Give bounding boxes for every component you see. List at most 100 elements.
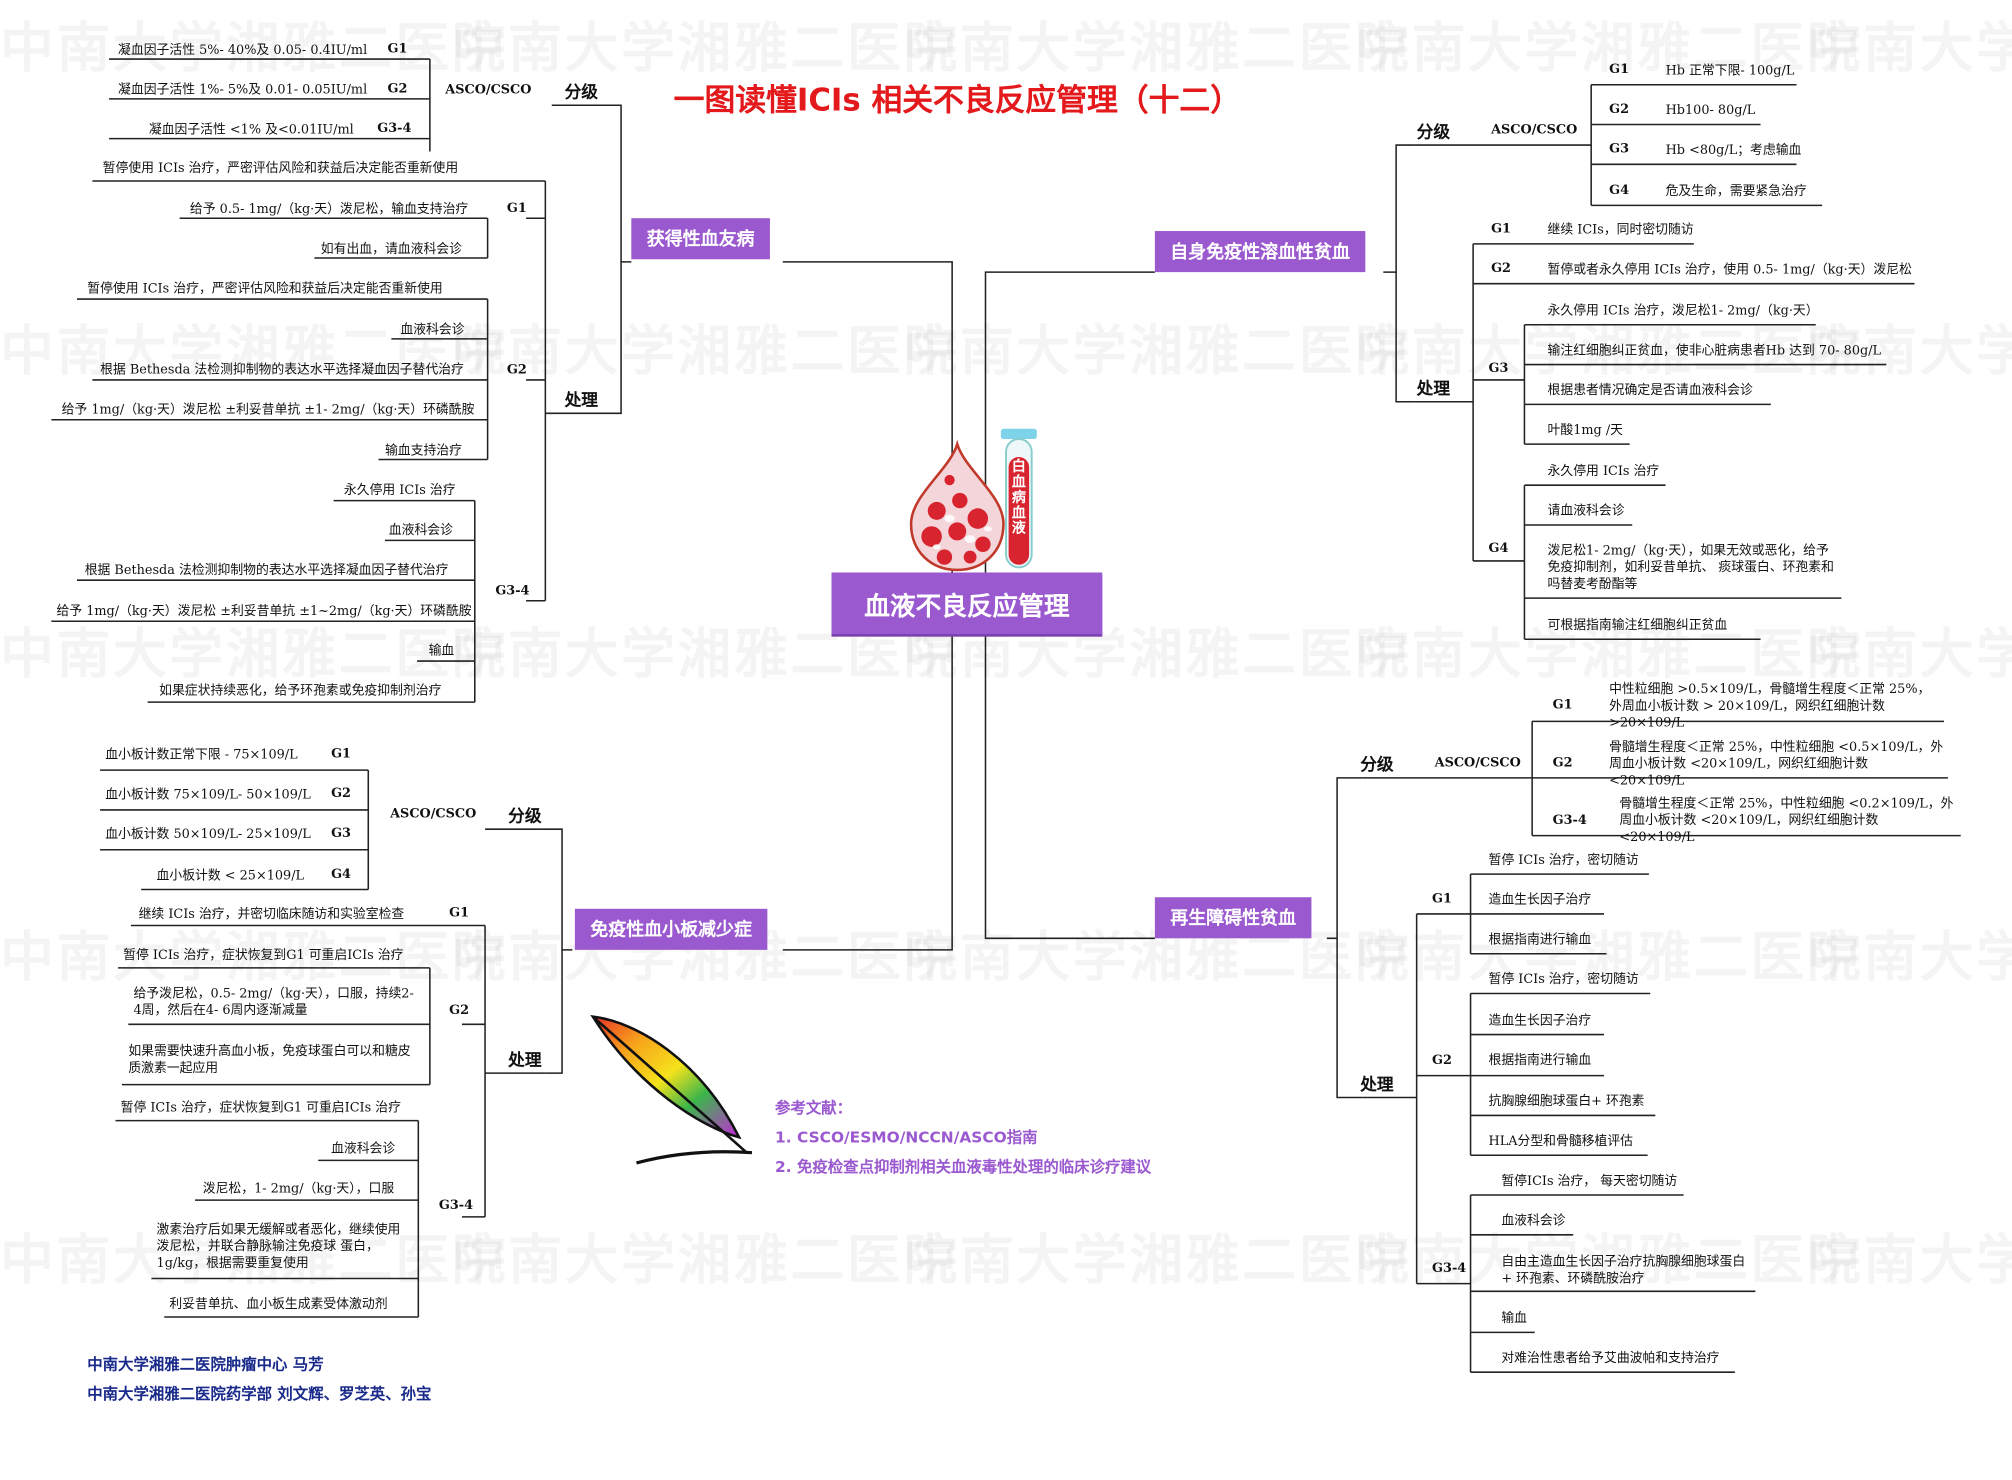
itp-grade-label: 分级 xyxy=(508,807,542,827)
aiha-g1-item: 继续 ICIs，同时密切随访 xyxy=(1547,223,1694,238)
aa-g34-item: 自由主造血生长因子治疗抗胸腺细胞球蛋白+ 环孢素、环磷酰胺治疗 xyxy=(1501,1255,1746,1287)
itp-grade-4-tag: G4 xyxy=(331,867,351,882)
aiha-g3-item: 永久停用 ICIs 治疗，泼尼松1- 2mg/（kg·天） xyxy=(1547,304,1819,319)
blood-drop-icon xyxy=(909,428,1037,572)
aa-g34-item: 对难治性患者给予艾曲波帕和支持治疗 xyxy=(1501,1351,1720,1366)
hemo-g1-item: 如有出血，请血液科会诊 xyxy=(320,242,462,257)
itp-g34-item: 泼尼松，1- 2mg/（kg·天），口服 xyxy=(202,1182,395,1197)
itp-g1-item: 继续 ICIs 治疗，并密切临床随访和实验室检查 xyxy=(138,907,405,922)
aa-treat-g2-tag: G2 xyxy=(1432,1053,1452,1068)
tube-label: 白血病血液 xyxy=(1011,458,1026,537)
aiha-g4-item: 泼尼松1- 2mg/（kg·天），如果无效或恶化，给予免疫抑制剂，如利妥昔单抗、… xyxy=(1547,544,1834,592)
center-topic[interactable]: 血液不良反应管理 xyxy=(831,572,1103,635)
hemo-asco-label: ASCO/CSCO xyxy=(445,83,532,98)
aiha-grade-3-tag: G3 xyxy=(1609,142,1630,157)
aa-g2-item: 抗胸腺细胞球蛋白+ 环孢素 xyxy=(1488,1094,1645,1110)
hemo-treat-label: 处理 xyxy=(564,391,598,411)
aa-g1-item: 根据指南进行输血 xyxy=(1488,933,1592,948)
aiha-g4-item: 请血液科会诊 xyxy=(1547,504,1625,519)
hemo-g2-item: 根据 Bethesda 法检测抑制物的表达水平选择凝血因子替代治疗 xyxy=(100,363,464,378)
page-title: 一图读懂ICIs 相关不良反应管理（十二） xyxy=(673,82,1242,119)
aa-g1-item: 暂停 ICIs 治疗，密切随访 xyxy=(1488,853,1639,868)
hemo-g34-item: 根据 Bethesda 法检测抑制物的表达水平选择凝血因子替代治疗 xyxy=(84,563,449,578)
credit-line: 中南大学湘雅二医院药学部 刘文辉、罗芝英、孙宝 xyxy=(87,1385,432,1403)
aa-treat-g1-tag: G1 xyxy=(1432,892,1452,907)
aa-grade-label: 分级 xyxy=(1360,756,1394,776)
topic-acquired-hemophilia[interactable]: 获得性血友病 xyxy=(631,218,770,260)
aiha-treat-g3-tag: G3 xyxy=(1488,361,1509,377)
itp-treat-label: 处理 xyxy=(508,1051,542,1071)
aa-g34-item: 输血 xyxy=(1501,1311,1528,1326)
aiha-grade-2: Hb100- 80g/L xyxy=(1665,103,1756,119)
references-heading: 参考文献： xyxy=(775,1098,853,1117)
aiha-asco-label: ASCO/CSCO xyxy=(1491,123,1578,138)
hemo-g34-item: 给予 1mg/（kg·天）泼尼松 ±利妥昔单抗 ±1~2mg/（kg·天）环磷酰… xyxy=(56,604,472,619)
aa-grade-1: 中性粒细胞 >0.5×109/L，骨髓增生程度＜正常 25%，外周血小板计数 >… xyxy=(1609,682,1931,731)
aiha-g3-item: 输注红细胞纠正贫血，使非心脏病患者Hb 达到 70- 80g/L xyxy=(1547,344,1882,359)
aiha-g3-item: 根据患者情况确定是否请血液科会诊 xyxy=(1547,383,1753,398)
itp-g34-item: 利妥昔单抗、血小板生成素受体激动剂 xyxy=(169,1297,388,1312)
itp-grade-3: 血小板计数 50×109/L- 25×109/L xyxy=(105,827,311,843)
aiha-grade-1: Hb 正常下限- 100g/L xyxy=(1665,64,1795,79)
reference-item: 2. 免疫检查点抑制剂相关血液毒性处理的临床诊疗建议 xyxy=(775,1157,1152,1176)
aiha-treat-g1-tag: G1 xyxy=(1491,222,1511,237)
aa-g2-item: 根据指南进行输血 xyxy=(1488,1053,1592,1068)
hemo-g2-item: 暂停使用 ICIs 治疗，严密评估风险和获益后决定能否重新使用 xyxy=(87,282,443,297)
itp-g34-item: 血液科会诊 xyxy=(331,1142,396,1157)
aiha-grade-4: 危及生命，需要紧急治疗 xyxy=(1665,184,1807,199)
hemo-treat-g1-tag: G1 xyxy=(506,201,527,216)
hemo-grade-2: 凝血因子活性 1%- 5%及 0.01- 0.05IU/ml xyxy=(118,83,368,98)
itp-g34-item: 激素治疗后如果无缓解或者恶化，继续使用泼尼松，并联合静脉输注免疫球 蛋白，1g/… xyxy=(156,1223,401,1271)
credits: 中南大学湘雅二医院肿瘤中心 马芳 中南大学湘雅二医院药学部 刘文辉、罗芝英、孙宝 xyxy=(87,1350,431,1409)
hemo-g2-item: 血液科会诊 xyxy=(400,323,465,338)
hemo-grade-2-tag: G2 xyxy=(387,82,408,97)
aa-g34-item: 血液科会诊 xyxy=(1501,1214,1566,1229)
aiha-grade-4-tag: G4 xyxy=(1609,183,1630,198)
itp-grade-3-tag: G3 xyxy=(331,826,351,841)
aiha-treat-g2-tag: G2 xyxy=(1491,261,1511,276)
aa-grade-3: 骨髓增生程度＜正常 25%，中性粒细胞 <0.2×109/L，外周血小板计数 <… xyxy=(1619,797,1954,845)
itp-treat-g2-tag: G2 xyxy=(449,1003,470,1018)
feather-icon xyxy=(590,1015,753,1165)
credit-line: 中南大学湘雅二医院肿瘤中心 马芳 xyxy=(87,1355,324,1374)
hemo-grade-3-tag: G3-4 xyxy=(377,121,412,137)
hemo-g34-item: 如果症状持续恶化，给予环孢素或免疫抑制剂治疗 xyxy=(159,684,442,699)
aa-treat-g34-tag: G3-4 xyxy=(1432,1261,1467,1276)
itp-treat-g34-tag: G3-4 xyxy=(438,1198,473,1214)
aiha-g3-item: 叶酸1mg /天 xyxy=(1547,423,1623,438)
itp-g34-item: 暂停 ICIs 治疗，症状恢复到G1 可重启ICIs 治疗 xyxy=(120,1101,401,1116)
reference-item: 1. CSCO/ESMO/NCCN/ASCO指南 xyxy=(775,1128,1038,1147)
hemo-grade-1-tag: G1 xyxy=(387,42,408,57)
aa-asco-label: ASCO/CSCO xyxy=(1434,756,1521,771)
aa-g2-item: HLA分型和骨髓移植评估 xyxy=(1488,1134,1633,1149)
itp-g2-item: 如果需要快速升高血小板，免疫球蛋白可以和糖皮质激素一起应用 xyxy=(128,1044,411,1076)
hemo-g34-item: 血液科会诊 xyxy=(388,523,453,538)
hemo-g1-item: 给予 0.5- 1mg/（kg·天）泼尼松，输血支持治疗 xyxy=(189,202,469,217)
hemo-g34-item: 输血 xyxy=(428,644,455,659)
hemo-g2-item: 给予 1mg/（kg·天）泼尼松 ±利妥昔单抗 ±1- 2mg/（kg·天）环磷… xyxy=(61,403,475,418)
hemo-treat-general: 暂停使用 ICIs 治疗，严密评估风险和获益后决定能否重新使用 xyxy=(102,161,459,176)
aa-grade-2-tag: G2 xyxy=(1552,756,1573,771)
topic-autoimmune-hemolytic-anemia[interactable]: 自身免疫性溶血性贫血 xyxy=(1154,231,1366,273)
itp-grade-1-tag: G1 xyxy=(331,747,351,762)
aa-grade-3-tag: G3-4 xyxy=(1552,813,1587,828)
hemo-grade-1: 凝血因子活性 5%- 40%及 0.05- 0.4IU/ml xyxy=(118,43,368,58)
topic-aplastic-anemia[interactable]: 再生障碍性贫血 xyxy=(1154,897,1312,939)
aiha-grade-3: Hb <80g/L；考虑输血 xyxy=(1665,143,1802,158)
hemo-treat-g2-tag: G2 xyxy=(506,363,527,378)
aa-g2-item: 暂停 ICIs 治疗，密切随访 xyxy=(1488,972,1639,988)
aiha-grade-1-tag: G1 xyxy=(1609,62,1630,78)
aiha-g2-item: 暂停或者永久停用 ICIs 治疗，使用 0.5- 1mg/（kg·天）泼尼松 xyxy=(1547,263,1912,278)
topic-immune-thrombocytopenia[interactable]: 免疫性血小板减少症 xyxy=(574,908,768,950)
aa-g1-item: 造血生长因子治疗 xyxy=(1488,893,1592,908)
aiha-grade-label: 分级 xyxy=(1416,123,1451,143)
itp-grade-4: 血小板计数 < 25×109/L xyxy=(156,868,305,884)
hemo-treat-g34-tag: G3-4 xyxy=(495,584,530,599)
aa-g34-item: 暂停ICIs 治疗， 每天密切随访 xyxy=(1501,1174,1678,1189)
aa-treat-label: 处理 xyxy=(1360,1075,1394,1095)
itp-g2-item: 暂停 ICIs 治疗，症状恢复到G1 可重启ICIs 治疗 xyxy=(123,948,404,963)
aiha-grade-2-tag: G2 xyxy=(1609,102,1630,117)
references: 参考文献： 1. CSCO/ESMO/NCCN/ASCO指南 2. 免疫检查点抑… xyxy=(775,1094,1151,1183)
aiha-treat-g4-tag: G4 xyxy=(1488,541,1509,556)
